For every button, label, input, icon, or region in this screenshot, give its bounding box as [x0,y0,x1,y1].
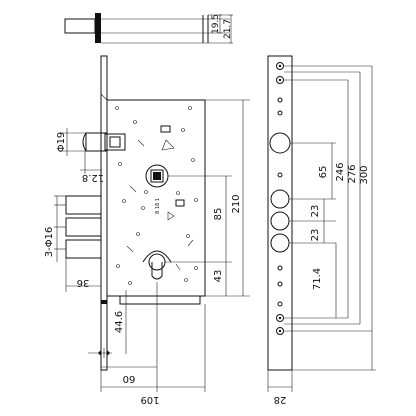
top-view: 19.5 21.7 [64,13,233,44]
latch [85,132,108,152]
deadbolt-1 [65,195,102,215]
cylinder-cutout [142,250,232,300]
body-marking: 8 18 1 [155,198,161,214]
dim-23-a: 23 [310,205,321,218]
bolt-hole-1 [270,189,290,209]
bolt-hole-2 [270,211,290,231]
bolt-hole-3 [270,233,290,253]
dim-3-phi-16: 3-Φ16 [44,227,55,258]
front-dimensions: Φ19 12.8 3-Φ16 36 44.6 60 109 210 [44,99,250,405]
case-details: 8 18 1 [115,106,198,285]
dim-300: 300 [359,165,370,184]
dim-12-8: 12.8 [82,172,104,183]
dim-36: 36 [77,277,90,288]
dim-71-4: 71.4 [312,268,323,290]
dim-44-6: 44.6 [114,311,125,333]
top-bolt [64,18,96,34]
dim-276: 276 [347,164,358,183]
lock-case [106,99,206,297]
dim-phi-19: Φ19 [56,132,67,153]
deadbolt-3 [65,239,102,259]
dim-19-5: 19.5 [211,14,221,34]
dim-60: 60 [123,373,136,384]
dim-246: 246 [335,162,346,181]
dim-65: 65 [318,166,329,179]
dim-43: 43 [213,270,224,283]
top-stem [95,13,101,43]
dim-85: 85 [213,208,224,221]
side-view: 65 23 23 71.4 246 276 300 28 [267,55,376,405]
latch-hole [269,132,291,154]
deadbolt-2 [65,217,102,237]
front-view: 8 18 1 [54,55,232,371]
side-faceplate [267,55,293,371]
faceplate [100,55,108,371]
dim-28: 28 [274,394,287,405]
dim-21-7: 21.7 [223,19,233,39]
dim-109: 109 [140,394,159,405]
dim-210: 210 [231,194,242,213]
dim-23-b: 23 [310,229,321,242]
